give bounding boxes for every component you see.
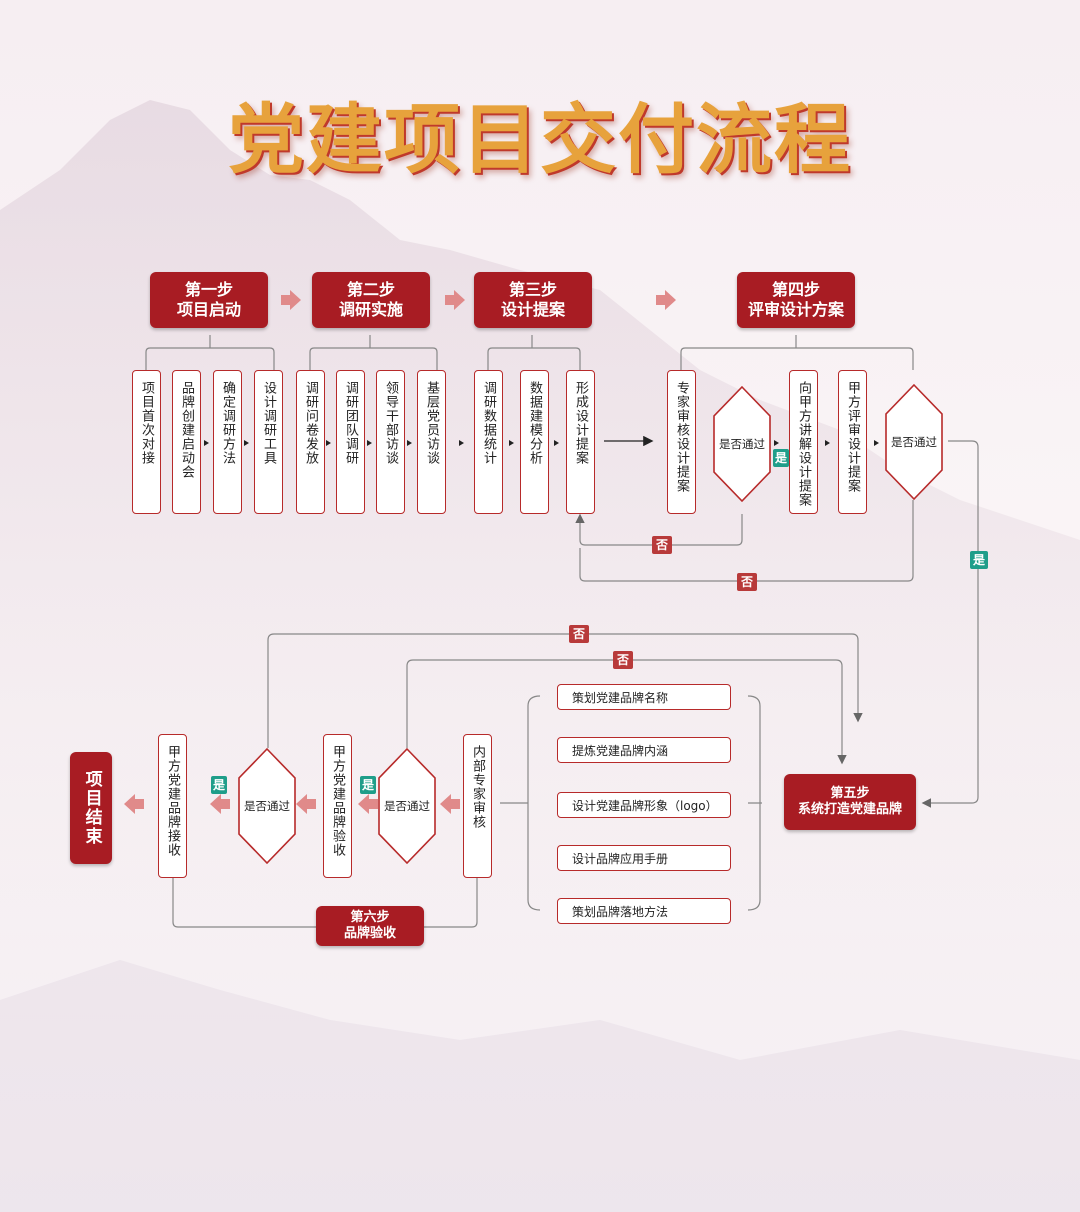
task-label: 调研问卷发放 (303, 381, 318, 465)
project-end-label: 项目结束 (81, 770, 102, 846)
task-label: 基层党员访谈 (424, 381, 439, 465)
task-label: 调研数据统计 (481, 381, 496, 465)
task-label: 品牌创建启动会 (179, 381, 194, 479)
step3-title: 设计提案 (500, 300, 565, 319)
step6-number: 第六步 (350, 909, 390, 925)
task-box: 基层党员访谈 (417, 370, 446, 514)
decision-label: 是否通过 (719, 437, 765, 451)
task-label: 确定调研方法 (220, 381, 235, 465)
decision-node: 是否通过 (238, 748, 296, 864)
step1-title: 项目启动 (176, 300, 241, 319)
task-label: 数据建模分析 (527, 381, 542, 465)
step5-number: 第五步 (830, 785, 870, 801)
no-tag: 否 (652, 536, 672, 554)
decision-node: 是否通过 (378, 748, 436, 864)
decision-label: 是否通过 (891, 435, 937, 449)
no-tag: 否 (613, 651, 633, 669)
task-label: 调研团队调研 (343, 381, 358, 465)
decision-node: 是否通过 (885, 384, 943, 500)
task-box: 项目首次对接 (132, 370, 161, 514)
task-box: 甲方党建品牌接收 (158, 734, 187, 878)
step3-header: 第三步 设计提案 (474, 272, 592, 328)
task-box: 甲方党建品牌验收 (323, 734, 352, 878)
step5-title: 系统打造党建品牌 (797, 802, 902, 817)
task-box: 确定调研方法 (213, 370, 242, 514)
task-label: 领导干部访谈 (383, 381, 398, 465)
task-label: 专家审核设计提案 (674, 381, 689, 493)
task-box: 领导干部访谈 (376, 370, 405, 514)
task-box: 策划党建品牌名称 (557, 684, 731, 710)
task-label: 内部专家审核 (470, 745, 485, 829)
yes-tag: 是 (360, 776, 376, 794)
task-label: 甲方党建品牌验收 (330, 745, 345, 857)
task-box: 品牌创建启动会 (172, 370, 201, 514)
no-tag: 否 (737, 573, 757, 591)
task-label: 项目首次对接 (139, 381, 154, 465)
task-box: 调研问卷发放 (296, 370, 325, 514)
task-box: 数据建模分析 (520, 370, 549, 514)
task-box: 设计党建品牌形象（logo） (557, 792, 731, 818)
task-label: 向甲方讲解设计提案 (796, 381, 811, 507)
task-box: 形成设计提案 (566, 370, 595, 514)
task-box: 提炼党建品牌内涵 (557, 737, 731, 763)
task-box: 调研数据统计 (474, 370, 503, 514)
task-box: 向甲方讲解设计提案 (789, 370, 818, 514)
step2-title: 调研实施 (338, 300, 403, 319)
step4-number: 第四步 (771, 280, 820, 299)
task-box: 专家审核设计提案 (667, 370, 696, 514)
yes-tag: 是 (970, 551, 988, 569)
step4-header: 第四步 评审设计方案 (737, 272, 855, 328)
task-box: 设计品牌应用手册 (557, 845, 731, 871)
step1-number: 第一步 (184, 280, 233, 299)
step6-title: 品牌验收 (343, 926, 396, 941)
task-box: 设计调研工具 (254, 370, 283, 514)
task-label: 设计调研工具 (261, 381, 276, 465)
yes-tag: 是 (773, 449, 789, 467)
yes-tag: 是 (211, 776, 227, 794)
project-end: 项目结束 (70, 752, 112, 864)
task-label: 甲方党建品牌接收 (165, 745, 180, 857)
task-box: 调研团队调研 (336, 370, 365, 514)
task-box: 策划品牌落地方法 (557, 898, 731, 924)
step2-number: 第二步 (346, 280, 395, 299)
task-box: 甲方评审设计提案 (838, 370, 867, 514)
decision-node: 是否通过 (713, 386, 771, 502)
step2-header: 第二步 调研实施 (312, 272, 430, 328)
page-title: 党建项目交付流程 (228, 95, 852, 184)
step6-header: 第六步 品牌验收 (316, 906, 424, 946)
no-tag: 否 (569, 625, 589, 643)
decision-label: 是否通过 (244, 799, 290, 813)
step4-title: 评审设计方案 (747, 300, 844, 319)
task-box: 内部专家审核 (463, 734, 492, 878)
task-label: 甲方评审设计提案 (845, 381, 860, 493)
step1-header: 第一步 项目启动 (150, 272, 268, 328)
step3-number: 第三步 (508, 280, 557, 299)
decision-label: 是否通过 (384, 799, 430, 813)
step5-header: 第五步 系统打造党建品牌 (784, 774, 916, 830)
task-label: 形成设计提案 (573, 381, 588, 465)
